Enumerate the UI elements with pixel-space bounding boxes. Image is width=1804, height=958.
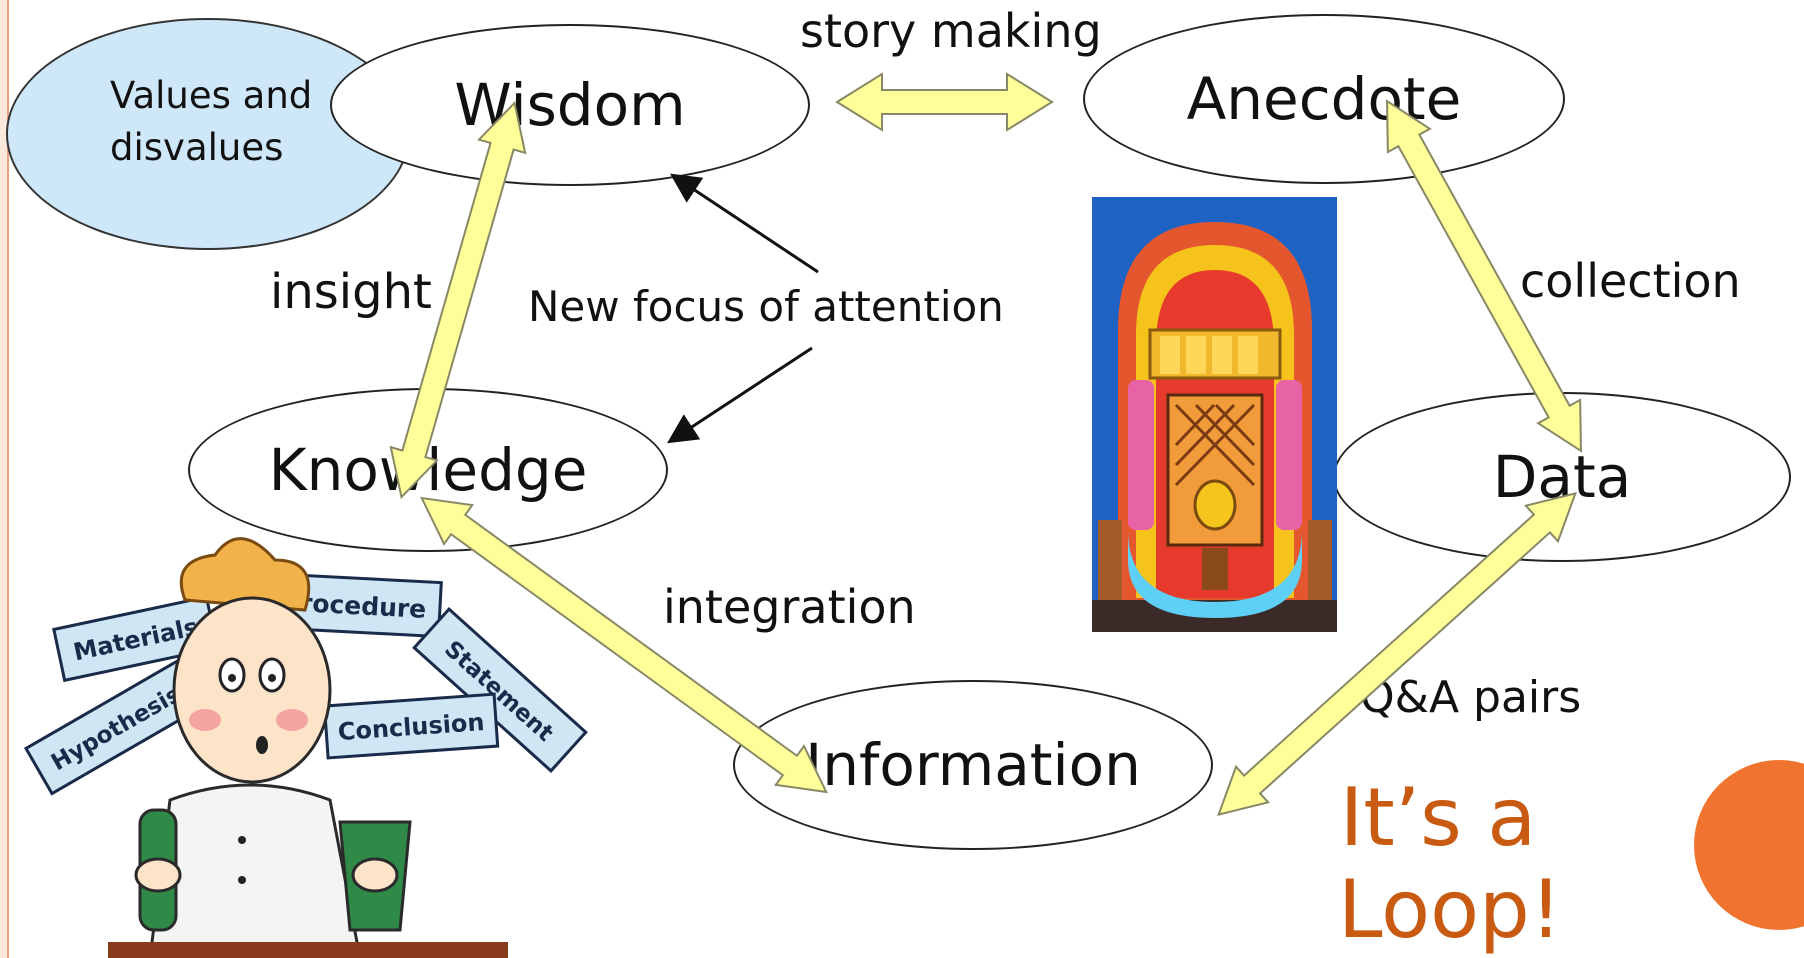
node-wisdom: Wisdom xyxy=(330,24,810,186)
arrow-qa-pairs xyxy=(1217,491,1577,817)
arrow-story-making xyxy=(835,72,1054,132)
node-anecdote: Anecdote xyxy=(1083,14,1565,184)
label-qa-pairs: Q&A pairs xyxy=(1360,672,1582,723)
arrow-integration xyxy=(420,496,828,794)
slogan-line-1: It’s a xyxy=(1339,771,1537,864)
label-collection: collection xyxy=(1520,254,1741,308)
sign-conclusion: Conclusion xyxy=(322,692,500,760)
node-data: Data xyxy=(1333,392,1791,562)
slogan: It’s a Loop! xyxy=(1338,771,1562,956)
jukebox-illustration xyxy=(1092,197,1337,632)
values-line-2: disvalues xyxy=(110,126,284,169)
slogan-line-2: Loop! xyxy=(1338,863,1562,956)
scientist-illustration: Materials Procedure Hypothesis Statement… xyxy=(23,537,588,958)
label-story-making: story making xyxy=(800,4,1102,58)
arrow-insight xyxy=(389,100,527,500)
values-line-1: Values and xyxy=(110,74,313,117)
label-insight: insight xyxy=(270,264,432,320)
values-bubble xyxy=(6,18,410,250)
arrow-focus-to-wisdom xyxy=(670,173,819,274)
values-bubble-text: Values and disvalues xyxy=(110,70,330,174)
slide-left-border xyxy=(0,0,9,958)
label-integration: integration xyxy=(663,580,916,634)
label-new-focus: New focus of attention xyxy=(528,282,1004,331)
arrow-collection xyxy=(1386,99,1582,453)
arrow-focus-to-knowledge xyxy=(666,346,813,444)
